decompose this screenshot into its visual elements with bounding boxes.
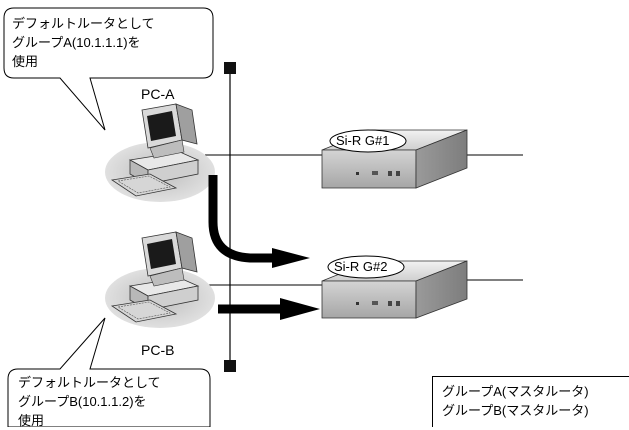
traffic-arrow-a xyxy=(208,175,310,268)
router-2-label-ellipse xyxy=(327,255,405,279)
legend-line1: グループA(マスタルータ) xyxy=(442,384,589,399)
traffic-arrow-b xyxy=(218,298,320,320)
router-1-label: Si-R G#1 xyxy=(336,133,390,148)
legend-line2: グループB(マスタルータ) xyxy=(442,403,589,418)
pc-b-label: PC-B xyxy=(141,342,175,358)
callout-top-line1: デフォルトルータとして xyxy=(12,16,155,31)
pc-a-label: PC-A xyxy=(141,86,175,102)
pc-b-computer-icon xyxy=(105,231,215,328)
lan-terminator-top xyxy=(224,62,236,74)
callout-bottom-line2: グループB(10.1.1.2)を xyxy=(18,394,147,409)
callout-top-text: デフォルトルータとして グループA(10.1.1.1)を 使用 xyxy=(12,14,155,71)
callout-bottom-line3: 使用 xyxy=(18,413,45,428)
callout-top-line2: グループA(10.1.1.1)を xyxy=(12,35,141,50)
router-2-label: Si-R G#2 xyxy=(334,259,388,274)
callout-bottom-bubble xyxy=(7,317,211,427)
lan-terminator-bottom xyxy=(224,360,236,372)
callout-bottom-line1: デフォルトルータとして xyxy=(18,375,161,390)
pc-a-computer-icon xyxy=(105,103,215,202)
legend-box: グループA(マスタルータ) グループB(マスタルータ) xyxy=(432,376,629,427)
callout-top-bubble xyxy=(3,7,214,131)
callout-bottom-text: デフォルトルータとして グループB(10.1.1.2)を 使用 xyxy=(18,373,161,430)
router-1-label-ellipse xyxy=(329,129,407,153)
callout-top-line3: 使用 xyxy=(12,54,39,69)
lan-segment xyxy=(224,62,236,372)
connection-lines xyxy=(205,154,523,286)
